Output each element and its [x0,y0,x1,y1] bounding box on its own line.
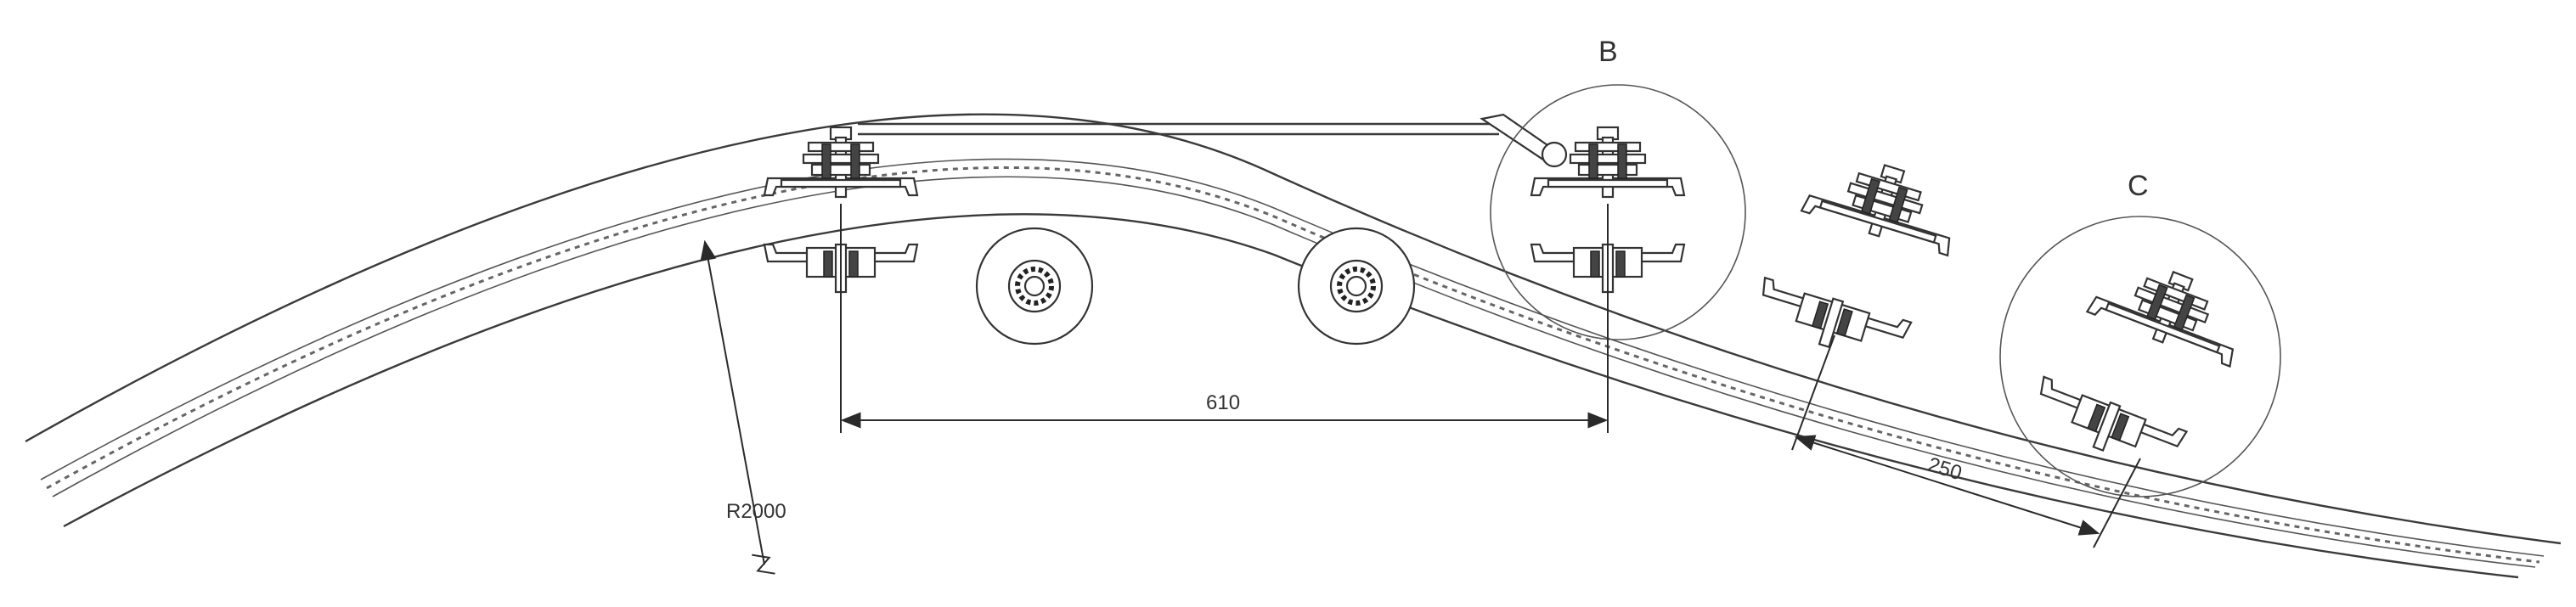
tie-rod [858,113,1568,168]
detail-circle-c [1999,216,2281,497]
detail-label-c: C [2128,170,2149,202]
carriage-assembly-c2 [2026,242,2254,477]
wheel-left [977,228,1092,344]
dimension-250: 250 [1791,334,2141,548]
radius-leader: R2000 [700,239,786,575]
dimension-610-label: 610 [1206,391,1240,414]
detail-circle-b [1490,84,1746,340]
wheel-right [1299,228,1414,344]
dimension-610: 610 [840,204,1609,433]
carriage-assembly-c1 [1750,141,1968,369]
curved-rail-outer [25,113,2562,579]
radius-label: R2000 [726,500,786,523]
detail-label-b: B [1598,36,1618,68]
curved-rail-core [40,158,2545,568]
